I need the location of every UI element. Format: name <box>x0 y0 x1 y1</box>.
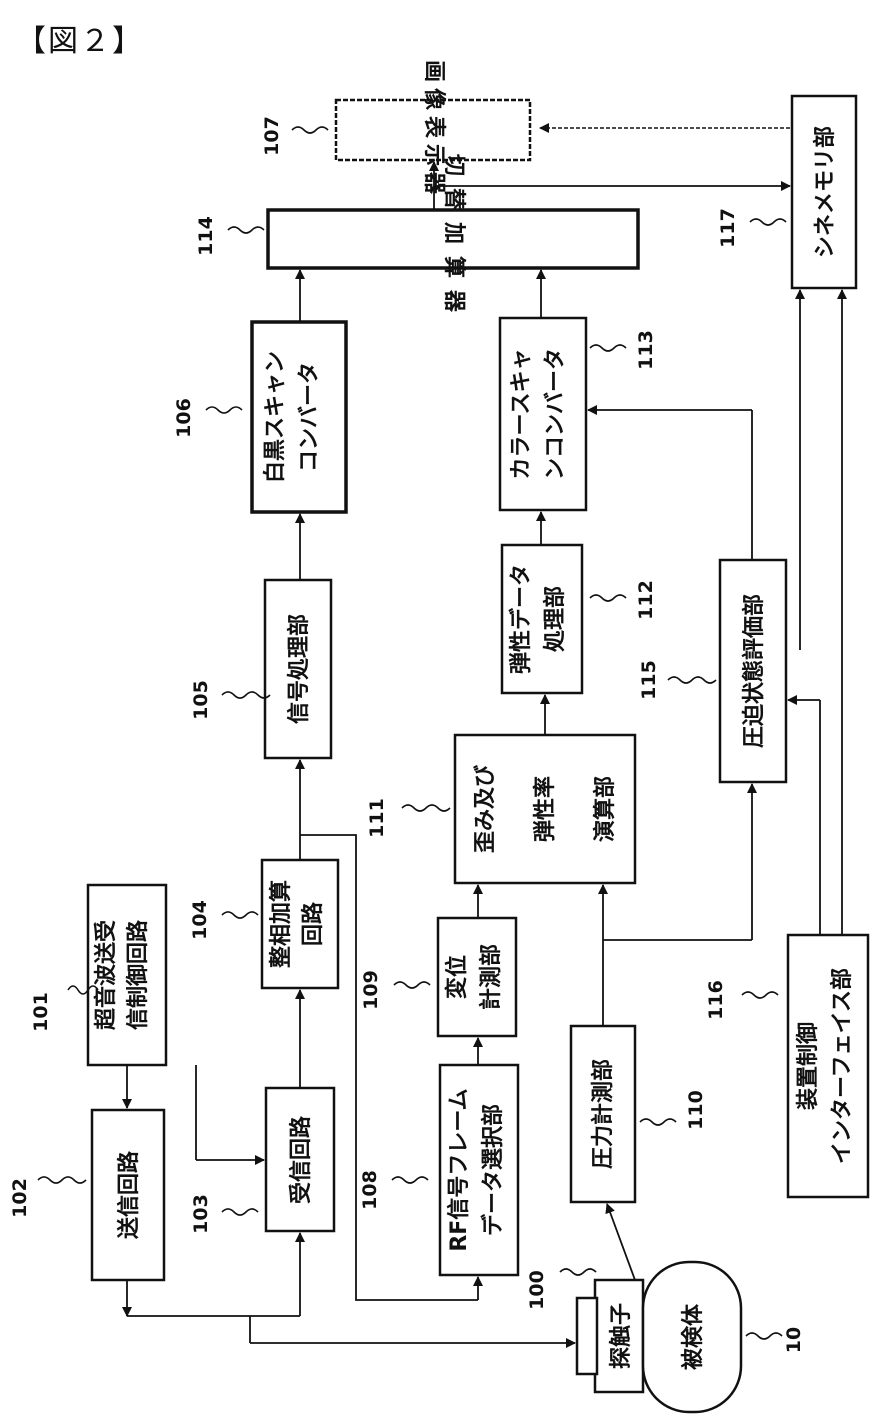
block-111-line3: 演算部 <box>592 776 618 842</box>
block-103-line1: 受信回路 <box>288 1115 314 1204</box>
block-109-line1: 変位 <box>444 955 470 999</box>
ref-114-number: 114 <box>195 216 217 256</box>
probe: 探触子 <box>577 1280 643 1392</box>
block-107: 画像表示器 <box>336 60 530 200</box>
ref-110-number: 110 <box>685 1090 707 1130</box>
block-116-line1: 装置制御 <box>795 1022 821 1110</box>
ref-106-number: 106 <box>173 398 195 438</box>
ref-116: 116 <box>705 980 778 1020</box>
ref-117: 117 <box>717 208 786 248</box>
ref-102-number: 102 <box>9 1178 31 1218</box>
block-102: 送信回路 <box>92 1110 164 1280</box>
ref-102: 102 <box>9 1177 86 1218</box>
ref-116-number: 116 <box>705 980 727 1020</box>
ref-104-number: 104 <box>189 900 211 940</box>
ref-113-number: 113 <box>635 330 657 370</box>
ref-10-number: 10 <box>783 1327 805 1353</box>
block-111-line1: 歪み及び <box>473 765 498 853</box>
ref-113: 113 <box>590 330 657 370</box>
block-104: 整相加算 回路 <box>262 860 338 988</box>
block-106-line2: コンバータ <box>297 362 322 472</box>
block-116: 装置制御 インターフェイス部 <box>788 935 868 1197</box>
subject: 被検体 <box>643 1262 741 1412</box>
block-106: 白黒スキャン コンバータ <box>252 322 346 512</box>
block-116-line2: インターフェイス部 <box>829 968 855 1164</box>
block-112-line1: 弾性データ <box>508 564 534 674</box>
block-101-line1: 超音波送受 <box>93 920 119 1030</box>
block-113: カラースキャ ンコンバータ <box>500 318 586 510</box>
block-111-line2: 弾性率 <box>532 776 558 842</box>
block-115: 圧迫状態評価部 <box>720 560 786 782</box>
ref-104: 104 <box>189 900 258 940</box>
block-112: 弾性データ 処理部 <box>502 545 582 693</box>
block-109: 変位 計測部 <box>438 918 516 1036</box>
block-102-line1: 送信回路 <box>116 1150 142 1239</box>
block-114-line1: 切替加算器 <box>441 154 467 324</box>
ref-103: 103 <box>190 1194 258 1234</box>
block-117: シネメモリ部 <box>792 96 856 288</box>
block-103: 受信回路 <box>266 1088 334 1231</box>
ref-109-number: 109 <box>360 970 382 1010</box>
subject-label: 被検体 <box>681 1303 706 1370</box>
block-105-line1: 信号処理部 <box>286 614 312 724</box>
ref-111: 111 <box>366 798 450 838</box>
block-105: 信号処理部 <box>265 580 331 758</box>
block-111: 歪み及び 弾性率 演算部 <box>455 735 635 883</box>
block-108-line1: RF信号フレーム <box>446 1088 472 1251</box>
ref-115-number: 115 <box>638 660 660 700</box>
block-104-line1: 整相加算 <box>268 880 294 968</box>
probe-label: 探触子 <box>608 1303 634 1369</box>
ref-117-number: 117 <box>717 208 739 248</box>
ref-115: 115 <box>638 660 716 700</box>
ref-10: 10 <box>746 1327 805 1353</box>
ref-108-number: 108 <box>359 1170 381 1210</box>
block-113-line1: カラースキャ <box>509 349 534 480</box>
block-110: 圧力計測部 <box>571 1026 635 1202</box>
ref-108: 108 <box>359 1170 428 1210</box>
ref-112-number: 112 <box>635 580 657 620</box>
ref-107: 107 <box>261 116 328 156</box>
ref-111-number: 111 <box>366 798 388 838</box>
block-108-line2: データ選択部 <box>480 1104 506 1236</box>
block-104-line2: 回路 <box>300 901 326 946</box>
block-113-line2: ンコンバータ <box>543 348 568 480</box>
ref-106: 106 <box>173 398 242 438</box>
ref-107-number: 107 <box>261 116 283 156</box>
ref-103-number: 103 <box>190 1194 212 1234</box>
block-115-line1: 圧迫状態評価部 <box>741 594 767 748</box>
block-106-line1: 白黒スキャン <box>262 351 288 483</box>
block-108: RF信号フレーム データ選択部 <box>440 1065 518 1275</box>
ref-112: 112 <box>590 580 657 620</box>
block-114: 切替加算器 <box>268 154 638 324</box>
ref-101-number: 101 <box>30 992 52 1032</box>
block-101-line2: 信制御回路 <box>125 919 151 1030</box>
ref-114: 114 <box>195 216 264 256</box>
ref-105: 105 <box>190 680 270 720</box>
ref-110: 110 <box>640 1090 707 1130</box>
block-109-line2: 計測部 <box>478 944 504 1010</box>
block-110-line1: 圧力計測部 <box>590 1059 616 1169</box>
block-117-line1: シネメモリ部 <box>812 126 838 258</box>
ref-109: 109 <box>360 970 430 1010</box>
block-101: 超音波送受 信制御回路 <box>88 885 166 1065</box>
ref-100-number: 100 <box>526 1270 548 1310</box>
block-112-line2: 処理部 <box>542 586 568 652</box>
ref-105-number: 105 <box>190 680 212 720</box>
